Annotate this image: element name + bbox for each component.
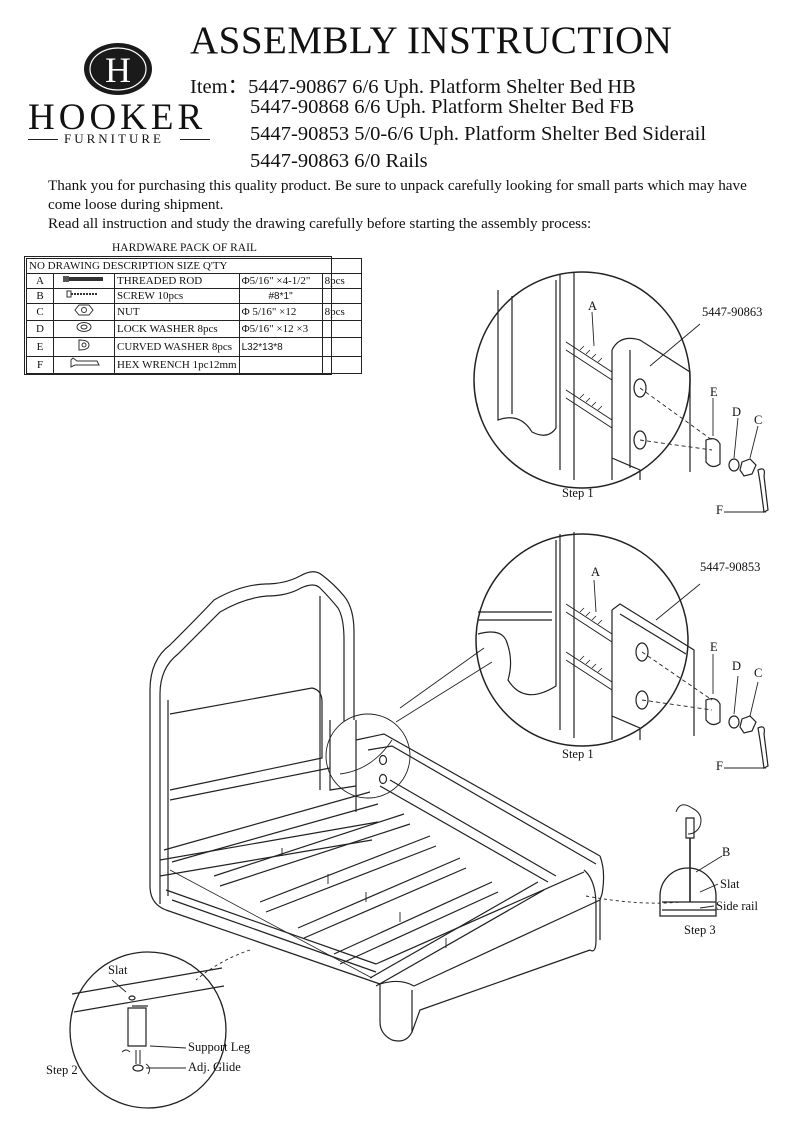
label-e-1: E <box>710 385 718 399</box>
row-no: F <box>26 356 54 374</box>
hex-wrench-icon <box>53 356 115 374</box>
detail-step1-rail <box>473 271 769 513</box>
detail-step3-screw <box>659 804 723 917</box>
step-label-1: Step 1 <box>562 486 594 500</box>
label-f-1: F <box>716 503 723 517</box>
item-line-3: 5447-90853 5/0-6/6 Uph. Platform Shelter… <box>250 123 707 145</box>
part-label-2: 5447-90853 <box>700 560 760 574</box>
intro-line-1: Thank you for purchasing this quality pr… <box>48 177 747 194</box>
label-a-1: A <box>588 299 597 313</box>
bed-illustration <box>149 571 681 1042</box>
detail-step2-leg <box>69 951 227 1109</box>
label-d-2: D <box>732 659 741 673</box>
logo-emblem-icon: H <box>84 43 152 95</box>
label-c-2: C <box>754 666 762 680</box>
table-row: A THREADED ROD Φ5/16" ×4-1/2" 8pcs <box>26 273 362 289</box>
label-d-1: D <box>732 405 741 419</box>
nut-icon <box>53 303 115 321</box>
row-qty: 8pcs <box>321 303 362 321</box>
table-row: E CURVED WASHER 8pcs L32*13*8 <box>26 337 362 357</box>
hardware-header-row: NO DRAWING DESCRIPTION SIZE Q'TY <box>26 258 362 274</box>
detail-step1-siderail <box>395 532 769 769</box>
part-label-1: 5447-90863 <box>702 305 762 319</box>
label-f-2: F <box>716 759 723 773</box>
logo-wordmark: HOOKER <box>28 97 207 138</box>
hardware-table: NO DRAWING DESCRIPTION SIZE Q'TY A THREA… <box>26 258 362 374</box>
logo-rule-left <box>28 139 58 140</box>
row-desc: HEX WRENCH 1pc12mm <box>114 356 240 374</box>
table-row: B SCREW 10pcs #8*1" <box>26 288 362 304</box>
item-prefix: Item： <box>190 76 249 98</box>
label-a-2: A <box>591 565 600 579</box>
row-qty <box>321 356 362 374</box>
step-label-3: Step 3 <box>684 923 716 937</box>
hardware-caption: HARDWARE PACK OF RAIL <box>112 242 257 254</box>
row-desc: THREADED ROD <box>114 273 240 289</box>
step-label-2b: Step 2 <box>46 1063 78 1077</box>
logo-letter: H <box>105 50 131 90</box>
label-c-1: C <box>754 413 762 427</box>
page-title: ASSEMBLY INSTRUCTION <box>190 19 673 62</box>
table-row: D LOCK WASHER 8pcs Φ5/16" ×12 ×3 <box>26 320 362 338</box>
row-qty: 8pcs <box>321 273 362 289</box>
step-label-2: Step 1 <box>562 747 594 761</box>
item-entry: 5447-90867 6/6 Uph. Platform Shelter Bed… <box>248 76 636 98</box>
label-adj-glide: Adj. Glide <box>188 1060 241 1074</box>
logo-subtitle: FURNITURE <box>64 131 164 146</box>
intro-line-3: Read all instruction and study the drawi… <box>48 215 592 232</box>
item-line-2: 5447-90868 6/6 Uph. Platform Shelter Bed… <box>250 96 635 118</box>
intro-line-2: come loose during shipment. <box>48 196 224 213</box>
logo-rule-right <box>180 139 210 140</box>
label-support-leg: Support Leg <box>188 1040 251 1054</box>
label-e-2: E <box>710 640 718 654</box>
item-line-1: Item：5447-90867 6/6 Uph. Platform Shelte… <box>190 69 636 99</box>
label-slat-4: Slat <box>108 963 128 977</box>
label-b: B <box>722 845 730 859</box>
table-row: F HEX WRENCH 1pc12mm <box>26 356 362 374</box>
hardware-header: NO DRAWING DESCRIPTION SIZE Q'TY <box>26 258 362 274</box>
label-side-rail: Side rail <box>716 899 759 913</box>
row-size: Φ5/16" ×12 ×3 <box>238 320 323 338</box>
label-slat-3: Slat <box>720 877 740 891</box>
item-line-4: 5447-90863 6/0 Rails <box>250 150 428 172</box>
lock-washer-icon <box>53 320 115 338</box>
